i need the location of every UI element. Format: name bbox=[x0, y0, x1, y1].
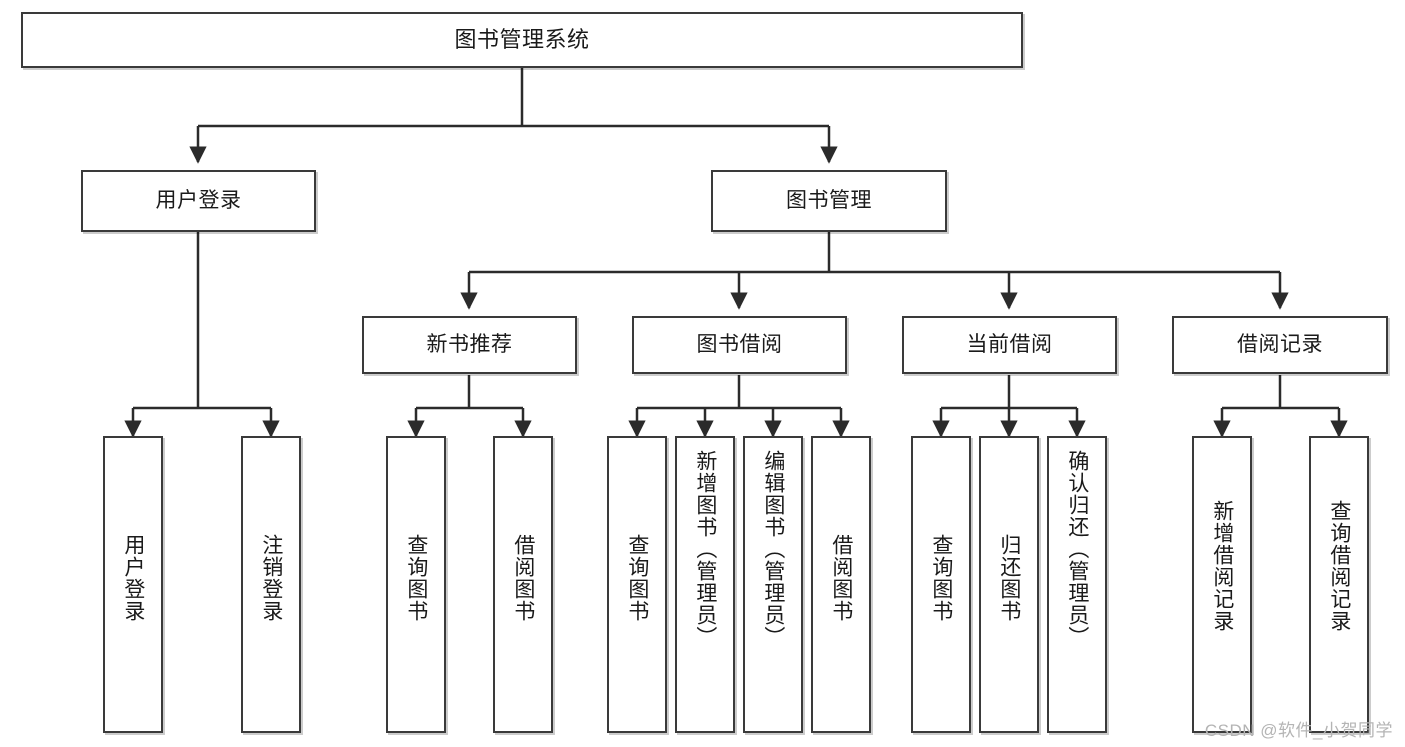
node-book-borrow[interactable]: 图书借阅 bbox=[632, 316, 847, 374]
node-label: 查询图书 bbox=[929, 534, 953, 622]
node-label: 借阅记录 bbox=[1237, 333, 1323, 357]
leaf-borrow-record-query[interactable]: 查询借阅记录 bbox=[1309, 436, 1369, 733]
node-label: 图书管理系统 bbox=[454, 26, 590, 52]
node-label: 图书借阅 bbox=[696, 333, 783, 357]
node-new-book-recommend[interactable]: 新书推荐 bbox=[362, 316, 577, 374]
leaf-book-borrow-borrow[interactable]: 借阅图书 bbox=[811, 436, 871, 733]
node-label: 借阅图书 bbox=[829, 534, 853, 622]
node-label: 查询借阅记录 bbox=[1327, 500, 1351, 632]
node-label: 查询图书 bbox=[625, 534, 649, 622]
node-root-book-management-system[interactable]: 图书管理系统 bbox=[21, 12, 1023, 68]
node-label: 图书管理 bbox=[786, 189, 872, 213]
node-label: 新增图书（管理员） bbox=[693, 450, 717, 648]
leaf-book-borrow-edit[interactable]: 编辑图书（管理员） bbox=[743, 436, 803, 733]
leaf-user-login-logout[interactable]: 注销登录 bbox=[241, 436, 301, 733]
leaf-borrow-record-add[interactable]: 新增借阅记录 bbox=[1192, 436, 1252, 733]
leaf-current-borrow-confirm-return[interactable]: 确认归还（管理员） bbox=[1047, 436, 1107, 733]
leaf-current-borrow-return[interactable]: 归还图书 bbox=[979, 436, 1039, 733]
node-label: 新增借阅记录 bbox=[1210, 500, 1234, 632]
node-label: 查询图书 bbox=[404, 534, 428, 622]
node-label: 当前借阅 bbox=[966, 333, 1053, 357]
leaf-current-borrow-query[interactable]: 查询图书 bbox=[911, 436, 971, 733]
node-label: 借阅图书 bbox=[511, 534, 535, 622]
node-label: 确认归还（管理员） bbox=[1065, 450, 1089, 648]
leaf-user-login-login[interactable]: 用户登录 bbox=[103, 436, 163, 733]
node-current-borrow[interactable]: 当前借阅 bbox=[902, 316, 1117, 374]
node-label: 用户登录 bbox=[121, 534, 145, 622]
node-label: 用户登录 bbox=[155, 189, 242, 213]
leaf-new-book-borrow[interactable]: 借阅图书 bbox=[493, 436, 553, 733]
node-label: 归还图书 bbox=[997, 534, 1021, 622]
node-borrow-record[interactable]: 借阅记录 bbox=[1172, 316, 1388, 374]
leaf-book-borrow-add[interactable]: 新增图书（管理员） bbox=[675, 436, 735, 733]
leaf-new-book-query[interactable]: 查询图书 bbox=[386, 436, 446, 733]
node-user-login[interactable]: 用户登录 bbox=[81, 170, 316, 232]
node-book-management[interactable]: 图书管理 bbox=[711, 170, 947, 232]
leaf-book-borrow-query[interactable]: 查询图书 bbox=[607, 436, 667, 733]
node-label: 编辑图书（管理员） bbox=[761, 450, 785, 648]
node-label: 注销登录 bbox=[259, 534, 283, 622]
node-label: 新书推荐 bbox=[426, 333, 513, 357]
